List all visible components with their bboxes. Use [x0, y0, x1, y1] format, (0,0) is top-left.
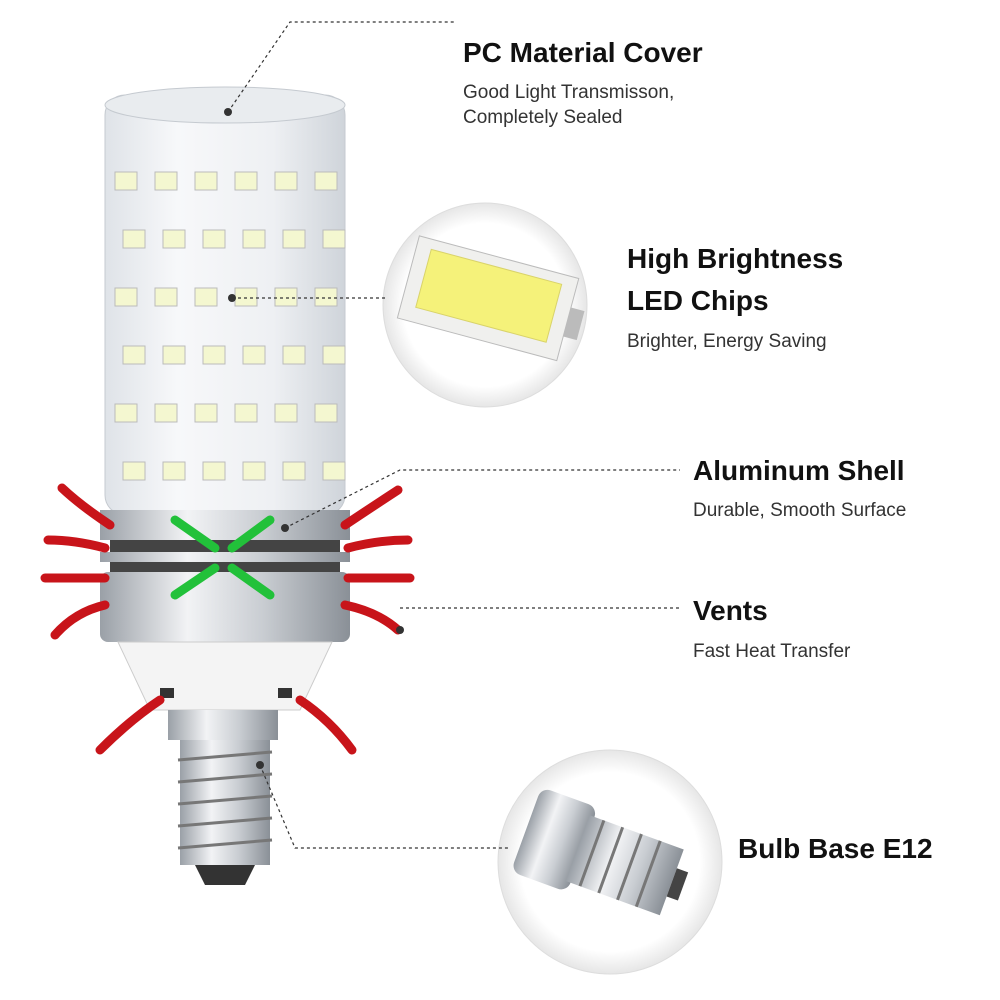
- led-chip: [162, 229, 186, 249]
- led-chip: [114, 171, 138, 191]
- heat-arrow: [343, 535, 413, 553]
- led-chip: [194, 171, 218, 191]
- feature-desc-vents: Fast Heat Transfer: [693, 641, 851, 662]
- led-chip: [282, 229, 306, 249]
- led-chip: [242, 229, 266, 249]
- led-chip: [194, 403, 218, 423]
- heat-arrow: [170, 515, 220, 553]
- leader-lines: [227, 21, 680, 849]
- led-chip: [154, 403, 178, 423]
- led-chip: [234, 171, 258, 191]
- led-chip: [234, 403, 258, 423]
- led-chip-grid: [114, 171, 346, 481]
- led-chip: [122, 229, 146, 249]
- led-chip: [154, 171, 178, 191]
- led-chip: [202, 229, 226, 249]
- heat-arrows: [40, 483, 415, 755]
- heat-arrow: [340, 600, 403, 635]
- led-chip: [122, 461, 146, 481]
- led-chip: [242, 461, 266, 481]
- heat-arrow: [295, 695, 357, 755]
- led-chip: [202, 461, 226, 481]
- led-chip: [274, 403, 298, 423]
- led-chip: [314, 403, 338, 423]
- led-chip: [314, 171, 338, 191]
- led-chip: [154, 287, 178, 307]
- aluminum-shell: [100, 510, 350, 540]
- feature-desc-pc-cover-2: Completely Sealed: [463, 107, 623, 128]
- heat-arrow: [95, 695, 165, 755]
- led-chip: [322, 461, 346, 481]
- heat-arrow: [227, 563, 275, 600]
- heat-arrow: [227, 515, 275, 553]
- led-chip: [202, 345, 226, 365]
- feature-title-base: Bulb Base E12: [738, 833, 933, 864]
- feature-desc-led: Brighter, Energy Saving: [627, 331, 827, 352]
- heat-arrow: [340, 485, 403, 530]
- led-chip: [162, 461, 186, 481]
- led-chip: [242, 345, 266, 365]
- feature-title-aluminum: Aluminum Shell: [693, 455, 905, 486]
- led-chip: [194, 287, 218, 307]
- led-chip: [314, 287, 338, 307]
- led-chip: [114, 403, 138, 423]
- feature-title-pc-cover: PC Material Cover: [463, 37, 703, 68]
- feature-title-vents: Vents: [693, 595, 768, 626]
- led-chip: [114, 287, 138, 307]
- led-chip: [234, 287, 258, 307]
- heat-arrow: [50, 600, 110, 640]
- feature-desc-pc-cover-1: Good Light Transmisson,: [463, 82, 675, 103]
- feature-title-led-1: High Brightness: [627, 243, 844, 274]
- heat-arrow: [57, 483, 115, 530]
- led-chip: [322, 229, 346, 249]
- feature-desc-aluminum: Durable, Smooth Surface: [693, 500, 907, 521]
- led-chip: [274, 171, 298, 191]
- heat-arrow: [43, 535, 110, 553]
- e12-screw-base: [168, 710, 278, 885]
- heat-arrow: [170, 563, 220, 600]
- led-chip: [274, 287, 298, 307]
- led-chip: [282, 345, 306, 365]
- led-chip: [282, 461, 306, 481]
- vents: [100, 540, 350, 572]
- feature-title-led-2: LED Chips: [627, 285, 769, 316]
- led-chip: [162, 345, 186, 365]
- led-chip: [122, 345, 146, 365]
- led-chip: [322, 345, 346, 365]
- pc-cover: [104, 94, 346, 516]
